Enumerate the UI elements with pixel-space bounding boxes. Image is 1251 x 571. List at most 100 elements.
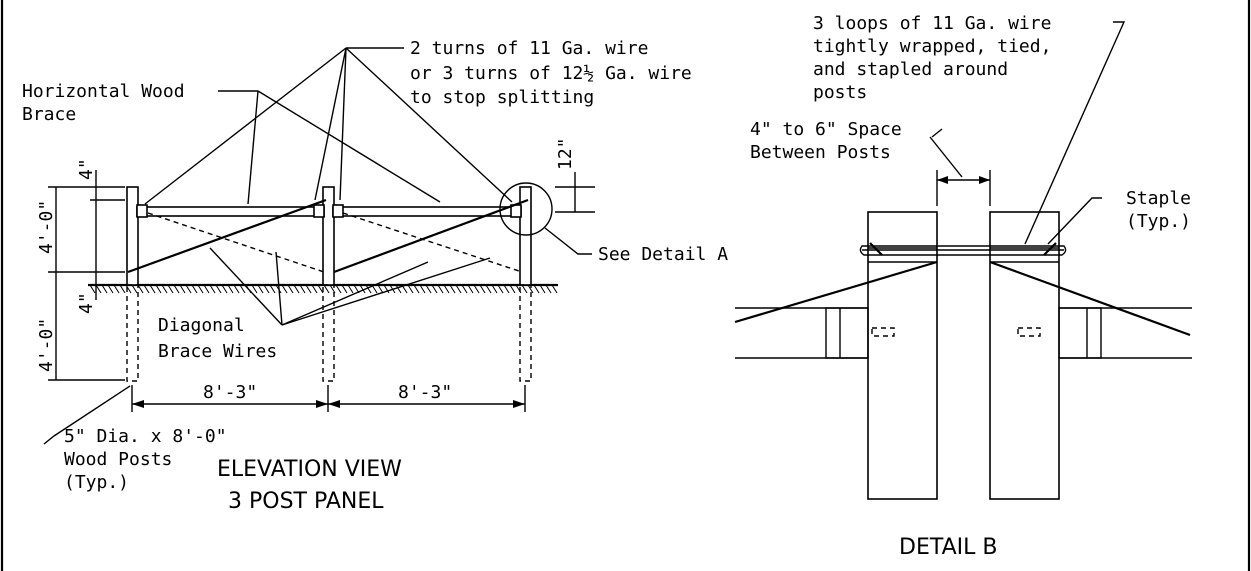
dim-arrow: [979, 176, 990, 184]
note-loops-2: tightly wrapped, tied,: [813, 36, 1051, 57]
note-staple-1: Staple: [1126, 188, 1191, 209]
hatch-mark: [503, 284, 510, 294]
hatch-mark: [215, 284, 222, 294]
hatch-mark: [185, 284, 192, 294]
hatch-mark: [203, 284, 210, 294]
hatch-mark: [335, 284, 342, 294]
detail-a-circle: [499, 182, 553, 236]
dim-ground: 4": [76, 292, 97, 314]
dim-span-2: 8'-3": [398, 382, 452, 403]
hatch-mark: [479, 284, 486, 294]
hatch-mark: [443, 284, 450, 294]
staple-right: [1043, 242, 1057, 256]
dim-height: 4'-0": [36, 200, 57, 254]
post-left-embedded: [126, 284, 139, 382]
detail-b-title: DETAIL B: [899, 535, 997, 560]
hatch-mark: [293, 284, 300, 294]
hatch-mark: [461, 284, 468, 294]
hatch-mark: [167, 284, 174, 294]
dim-arrow: [328, 400, 340, 408]
note-posts-3: (Typ.): [64, 472, 129, 493]
note-loops-4: posts: [813, 82, 867, 103]
note-horizontal-brace-1: Horizontal Wood: [22, 81, 185, 102]
note-diagonal-1: Diagonal: [158, 315, 245, 336]
post-middle: [322, 186, 335, 286]
hatch-mark: [131, 284, 138, 294]
hatch-mark: [239, 284, 246, 294]
detail-b: 3 loops of 11 Ga. wire tightly wrapped, …: [734, 13, 1192, 560]
hatch-mark: [521, 284, 528, 294]
hatch-mark: [125, 284, 132, 294]
hatch-mark: [95, 284, 102, 294]
hatch-mark: [287, 284, 294, 294]
post-left: [126, 186, 139, 286]
see-detail-a: See Detail A: [598, 244, 728, 265]
hatch-mark: [227, 284, 234, 294]
leader-line: [209, 247, 283, 326]
dim-arrow: [937, 176, 948, 184]
post-right: [519, 186, 532, 286]
leader-line: [275, 251, 283, 326]
detail-post-right: [989, 211, 1060, 500]
leader-line: [931, 128, 943, 138]
leader-line: [281, 257, 491, 326]
hatch-mark: [155, 284, 162, 294]
hatch-mark: [149, 284, 156, 294]
hatch-mark: [137, 284, 144, 294]
detail-post-left: [867, 211, 938, 500]
leader-line: [247, 90, 259, 205]
horizontal-brace-2: [332, 206, 522, 217]
hatch-mark: [365, 284, 372, 294]
post-middle-embedded: [322, 284, 335, 382]
hatch-mark: [281, 284, 288, 294]
hatch-mark: [377, 284, 384, 294]
leader-line: [339, 47, 347, 201]
hatch-mark: [179, 284, 186, 294]
brace-block: [313, 204, 325, 218]
leader-line: [314, 47, 347, 201]
hatch-mark: [485, 284, 492, 294]
leader-line: [345, 47, 513, 203]
hatch-mark: [341, 284, 348, 294]
hatch-mark: [173, 284, 180, 294]
note-wire-turns-2: or 3 turns of 12½ Ga. wire: [410, 63, 692, 84]
hatch-mark: [101, 284, 108, 294]
dim-arrow: [513, 400, 525, 408]
brace-block: [332, 204, 344, 218]
hatch-mark: [317, 284, 324, 294]
note-loops-1: 3 loops of 11 Ga. wire: [813, 13, 1051, 34]
leader-line: [43, 385, 131, 445]
hatch-mark: [269, 284, 276, 294]
hatch-mark: [119, 284, 126, 294]
hatch-mark: [383, 284, 390, 294]
detail-diagonal-right: [989, 260, 1191, 337]
hatch-mark: [233, 284, 240, 294]
hatch-mark: [161, 284, 168, 294]
dim-arrow: [132, 400, 144, 408]
hatch-mark: [143, 284, 150, 294]
hatch-mark: [407, 284, 414, 294]
note-posts-1: 5" Dia. x 8'-0": [64, 426, 227, 447]
hatch-mark: [347, 284, 354, 294]
hatch-mark: [329, 284, 336, 294]
dim-depth: 4'-0": [36, 318, 57, 372]
staple-left: [869, 242, 883, 256]
note-posts-2: Wood Posts: [64, 449, 172, 470]
hatch-mark: [263, 284, 270, 294]
diagonal-wire-dashed-2: [342, 212, 523, 273]
leader-line: [257, 90, 441, 203]
note-space-1: 4" to 6" Space: [750, 119, 902, 140]
hatch-mark: [89, 284, 96, 294]
brace-block-left: [825, 307, 869, 359]
dim-span-1: 8'-3": [203, 382, 257, 403]
note-wire-turns-1: 2 turns of 11 Ga. wire: [410, 38, 648, 59]
hidden-pin-left: [871, 327, 895, 337]
hatch-mark: [197, 284, 204, 294]
brace-block: [136, 204, 148, 218]
hatch-mark: [359, 284, 366, 294]
hatch-mark: [257, 284, 264, 294]
hatch-mark: [323, 284, 330, 294]
hatch-mark: [209, 284, 216, 294]
hatch-mark: [539, 284, 546, 294]
